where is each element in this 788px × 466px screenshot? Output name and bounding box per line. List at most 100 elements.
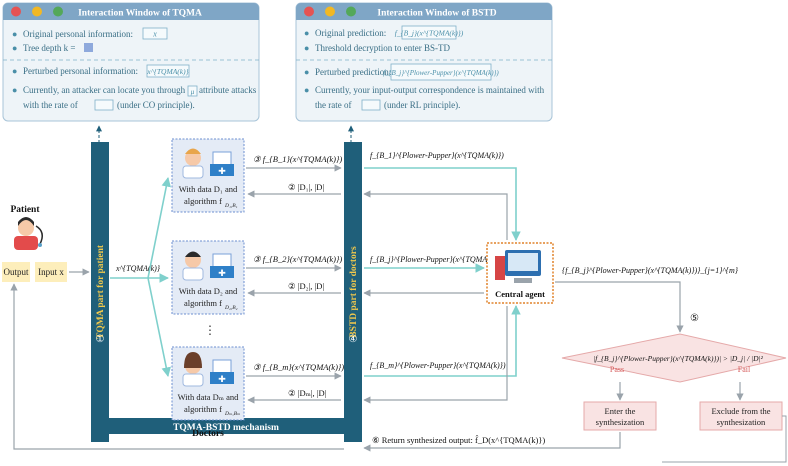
bstd-interaction-window: Interaction Window of BSTD ● Original pr…: [295, 2, 553, 122]
tqma-column: [91, 142, 109, 442]
doctor-data-text: With data Dₘ and: [178, 392, 240, 402]
doctor-card-m[interactable]: ✚ With data Dₘ and algorithm f Dₘ,Bₘ: [171, 346, 245, 421]
perturbed-prediction-label: f_{B_m}^{Plower-Pupper}(x^{TQMA(k)}): [370, 361, 506, 370]
return-output-label: ⑥ Return synthesized output: f̂_D(x^{TQM…: [372, 434, 545, 445]
bullet-icon: ●: [12, 85, 17, 95]
perturbed-prediction-label: f_{B_1}^{Plower-Pupper}(x^{TQMA(k)}): [370, 151, 504, 160]
bullet-icon: ●: [304, 28, 309, 38]
exclude-line2: synthesization: [717, 417, 766, 427]
patient-label: Patient: [10, 205, 40, 215]
tree-depth-field[interactable]: [84, 43, 93, 52]
doctor-algorithm-sub: Dₘ,Bₘ: [224, 411, 240, 417]
minimize-dot-icon[interactable]: [32, 6, 42, 17]
rate-field[interactable]: [361, 99, 381, 111]
step3-label: ③ f_{B_2}(x^{TQMA(k)}): [253, 254, 342, 264]
doctor-icon: ✚: [182, 251, 234, 281]
threshold-decryption-text: Threshold decryption to enter BS-TD: [315, 43, 450, 53]
central-agent-label: Central agent: [495, 289, 545, 299]
doctor-algorithm-sub: D₁,B₁: [224, 203, 238, 209]
bstd-column: [344, 142, 362, 442]
step5-marker: ⑤: [690, 313, 699, 324]
perturbed-info-field[interactable]: [146, 64, 190, 78]
bstd-agent-arrows: [363, 167, 521, 404]
decision-condition: |f_{B_j}^{Plower-Pupper}(x^{TQMA(k)})| >…: [593, 354, 763, 363]
attribute-field-value: μ: [191, 88, 195, 96]
step2-label: ② |Dₘ|, |D|: [288, 388, 327, 398]
central-agent[interactable]: Central agent: [486, 242, 554, 304]
svg-text:✚: ✚: [218, 166, 226, 176]
enter-line2: synthesization: [596, 417, 645, 427]
fan-arrows: [110, 177, 172, 377]
doctor-algorithm-text: algorithm f: [184, 298, 222, 308]
doctor-bstd-arrows: [246, 164, 342, 404]
original-info-value: x: [152, 30, 157, 39]
perturbed-prediction-label: f_{B_j}^{Plower-Pupper}(x^{TQMA(k)}): [370, 255, 502, 264]
attribute-field[interactable]: [187, 85, 198, 97]
maximize-dot-icon[interactable]: [346, 6, 356, 17]
doctor-card-2[interactable]: ✚ With data D₂ and algorithm f D₂,B₂: [171, 240, 245, 315]
attack-rate-text: Currently, an attacker can locate you th…: [23, 85, 186, 95]
close-dot-icon[interactable]: [304, 6, 314, 17]
step3-label: ③ f_{B_m}(x^{TQMA(k)}): [253, 362, 344, 372]
doctor-card-1[interactable]: ✚ With data D₁ and algorithm f D₁,B₁: [171, 138, 245, 213]
fail-label: Fail: [738, 365, 751, 374]
step2-label: ② |D₁|, |D|: [288, 182, 324, 192]
tqma-column-label: TQMA part for patient: [96, 244, 106, 339]
bstd-column-label: BSTD part for doctors: [349, 246, 359, 338]
pass-label: Pass: [610, 365, 624, 374]
attack-rate-text-tail: attribute attacks: [199, 85, 257, 95]
mechanism-label: TQMA-BSTD mechanism: [173, 423, 279, 433]
doctor-icon: ✚: [182, 352, 234, 387]
agent-to-decision-arrow: [555, 281, 684, 333]
output-box: [2, 262, 30, 282]
rate-field[interactable]: [94, 99, 114, 111]
close-dot-icon[interactable]: [11, 6, 21, 17]
original-prediction-label: Original prediction:: [315, 28, 386, 38]
tqma-interaction-window: Interaction Window of TQMA ● Original pe…: [2, 2, 260, 122]
perturbed-info-value: x^{TQMA(k)}: [146, 67, 188, 76]
patient-icon: [14, 217, 43, 250]
svg-text:✚: ✚: [218, 374, 226, 384]
fail-return-line: [662, 415, 787, 463]
doctor-icon: ✚: [182, 148, 234, 179]
perturbed-prediction-field[interactable]: [390, 63, 492, 81]
exclude-line1: Exclude from the: [711, 406, 770, 416]
doctors-label: Doctors: [192, 429, 224, 439]
tqma-bstd-frame: TQMA-BSTD mechanism TQMA part for patien…: [91, 142, 362, 442]
decision-diamond: |f_{B_j}^{Plower-Pupper}(x^{TQMA(k)})| >…: [561, 333, 787, 383]
window-title: Interaction Window of TQMA: [78, 9, 202, 19]
co-principle-text: (under CO principle).: [117, 100, 195, 110]
perturbed-input-label: x^{TQMA(k)}: [115, 264, 161, 273]
doctor-data-text: With data D₂ and: [179, 286, 238, 296]
enter-line1: Enter the: [605, 406, 636, 416]
perturbed-prediction-value: f_{B_j}^{Plower-Pupper}(x^{TQMA(k)}): [383, 69, 499, 77]
input-label: Input x: [38, 267, 64, 277]
original-info-field[interactable]: [142, 27, 168, 40]
window-title: Interaction Window of BSTD: [377, 9, 496, 19]
rate-label: with the rate of: [23, 100, 78, 110]
perturbed-prediction-label: Perturbed prediction:: [315, 67, 391, 77]
computer-icon: [495, 250, 541, 283]
perturbed-info-label: Perturbed personal information:: [23, 66, 138, 76]
original-prediction-value: f_{B_j}(x^{TQMA(k)}): [395, 29, 464, 38]
doctor-data-text: With data D₁ and: [179, 184, 238, 194]
original-prediction-field[interactable]: [401, 25, 457, 40]
bullet-icon: ●: [304, 85, 309, 95]
step1-marker: ①: [96, 334, 105, 345]
maximize-dot-icon[interactable]: [53, 6, 63, 17]
doctor-algorithm-text: algorithm f: [184, 404, 222, 414]
bullet-icon: ●: [12, 29, 17, 39]
prediction-set-label: {f_{B_j}^{Plower-Pupper}(x^{TQMA(k)})}_{…: [562, 266, 739, 275]
step4-marker: ④: [349, 334, 358, 345]
tree-depth-label: Tree depth k =: [23, 43, 76, 53]
doctor-algorithm-sub: D₂,B₂: [224, 305, 238, 311]
bullet-icon: ●: [12, 43, 17, 53]
mechanism-bar: [91, 418, 362, 434]
doctors-ellipsis: ⋮: [204, 323, 216, 337]
bullet-icon: ●: [304, 67, 309, 77]
step2-label: ② |D₂|, |D|: [288, 281, 324, 291]
step3-label: ③ f_{B_1}(x^{TQMA(k)}): [253, 154, 342, 164]
minimize-dot-icon[interactable]: [325, 6, 335, 17]
bullet-icon: ●: [12, 66, 17, 76]
